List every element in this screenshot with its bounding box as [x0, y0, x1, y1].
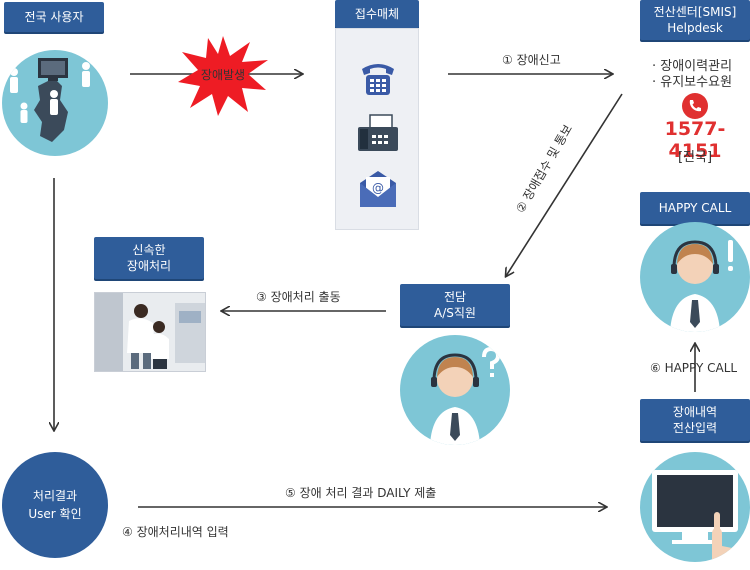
- failure-occurrence-label: 장애발생: [200, 68, 246, 82]
- result-label-line2: User 확인: [28, 507, 82, 521]
- arrow-center-to-staff: [506, 93, 623, 276]
- happy-call-illustration: [640, 222, 750, 332]
- record-label-line1: 장애내역: [672, 404, 718, 419]
- center-label-line2: Helpdesk: [667, 21, 723, 35]
- as-staff-box: 전담 A/S직원: [400, 284, 510, 326]
- step1-label: ① 장애신고: [502, 53, 561, 67]
- email-icon: @: [360, 171, 396, 207]
- helpdesk-region: [전국]: [677, 150, 713, 165]
- failure-burst-icon: [178, 36, 268, 116]
- repair-photo: [94, 292, 206, 372]
- quick-fix-label-line2: 장애처리: [126, 259, 172, 273]
- users-illustration: [2, 50, 108, 156]
- happy-call-label: HAPPY CALL: [658, 200, 732, 215]
- monitor-touch-icon: [652, 470, 738, 562]
- center-item-history: · 장애이력관리: [652, 59, 733, 74]
- operator-question-icon: [430, 346, 501, 445]
- telephone-icon: [362, 64, 394, 95]
- result-confirm-circle: 처리결과 User 확인: [2, 452, 108, 558]
- users-label: 전국 사용자: [24, 9, 84, 24]
- media-panel: @: [335, 28, 419, 230]
- as-staff-illustration: [400, 335, 510, 445]
- step4-label: ④ 장애처리내역 입력: [122, 525, 229, 539]
- as-staff-label-line2: A/S직원: [434, 306, 476, 320]
- media-label: 접수매체: [354, 6, 400, 21]
- operator-exclaim-icon: [670, 240, 733, 332]
- center-item-maintenance: · 유지보수요원: [652, 75, 733, 90]
- media-box: 접수매체: [335, 0, 419, 28]
- record-box: 장애내역 전산입력: [640, 399, 750, 441]
- quick-fix-label-line1: 신속한: [132, 242, 166, 257]
- fax-icon: [358, 114, 398, 151]
- result-label-line1: 처리결과: [32, 489, 78, 503]
- record-label-line2: 전산입력: [672, 421, 718, 435]
- step6-label: ⑥ HAPPY CALL: [650, 361, 738, 375]
- step5-label: ⑤ 장애 처리 결과 DAILY 제출: [285, 486, 437, 500]
- repair-photo-icon: [95, 293, 205, 371]
- as-staff-label-line1: 전담: [443, 289, 467, 304]
- happy-call-box: HAPPY CALL: [640, 192, 750, 224]
- center-box: 전산센터[SMIS] Helpdesk: [640, 0, 750, 40]
- phone-call-icon: [682, 93, 708, 119]
- users-box: 전국 사용자: [4, 2, 104, 32]
- step3-label: ③ 장애처리 출동: [256, 290, 341, 304]
- svg-text:@: @: [372, 181, 384, 195]
- center-label-line1: 전산센터[SMIS]: [653, 4, 737, 19]
- record-illustration: [640, 452, 750, 562]
- korea-map-users-icon: [10, 58, 90, 142]
- helpdesk-phone-number: 1577-4151: [664, 118, 726, 162]
- quick-fix-box: 신속한 장애처리: [94, 237, 204, 279]
